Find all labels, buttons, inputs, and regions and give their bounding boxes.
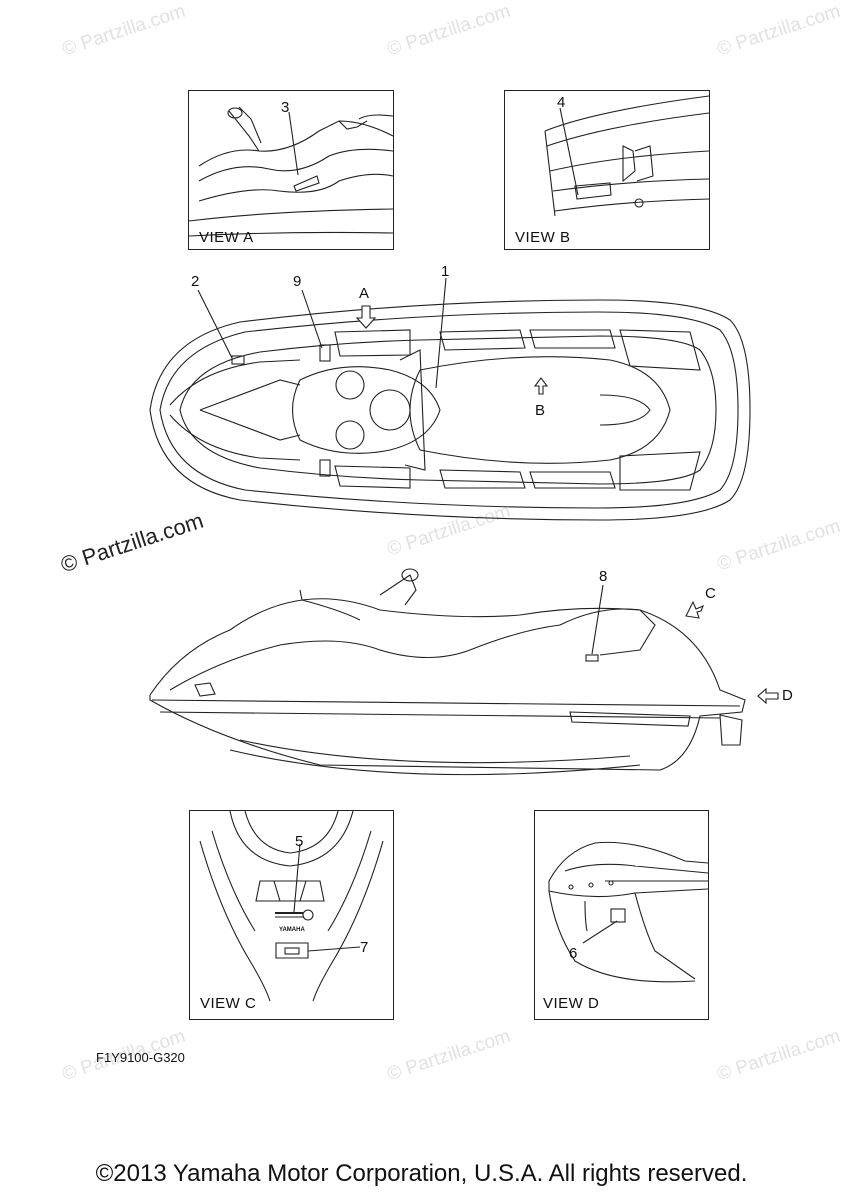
figure-code: F1Y9100-G320 — [96, 1050, 185, 1065]
callout-6: 6 — [569, 945, 578, 962]
top-view-hull — [149, 299, 751, 521]
callout-7: 7 — [360, 939, 369, 956]
callout-2: 2 — [191, 273, 200, 290]
arrow-d-label: D — [782, 687, 793, 704]
copyright-notice: ©2013 Yamaha Motor Corporation, U.S.A. A… — [95, 1160, 748, 1187]
view-b-panel: 4 VIEW B — [504, 90, 710, 250]
callout-3: 3 — [281, 99, 290, 116]
view-c-label: VIEW C — [200, 995, 257, 1012]
view-c-drawing — [199, 811, 384, 1002]
view-c-panel: YAMAHA 5 7 VIEW C — [189, 810, 394, 1020]
view-d-drawing — [548, 841, 708, 983]
arrow-a-label: A — [359, 285, 370, 302]
view-d-panel: 6 VIEW D — [534, 810, 709, 1020]
view-b-label: VIEW B — [515, 229, 571, 246]
view-a-drawing — [189, 106, 393, 237]
yamaha-badge: YAMAHA — [279, 927, 305, 933]
arrow-b-label: B — [535, 402, 546, 419]
view-b-drawing — [544, 95, 709, 217]
callout-5: 5 — [295, 833, 304, 850]
callout-9: 9 — [293, 273, 302, 290]
callout-8: 8 — [599, 568, 608, 585]
view-a-label: VIEW A — [199, 229, 254, 246]
callout-1: 1 — [441, 263, 450, 280]
callout-4: 4 — [557, 94, 566, 111]
side-view-hull — [149, 598, 746, 771]
view-a-panel: 3 VIEW A — [188, 90, 394, 250]
arrow-c-label: C — [705, 585, 716, 602]
seat-outline — [409, 356, 671, 464]
view-d-label: VIEW D — [543, 995, 600, 1012]
handlebar-console — [292, 366, 441, 454]
